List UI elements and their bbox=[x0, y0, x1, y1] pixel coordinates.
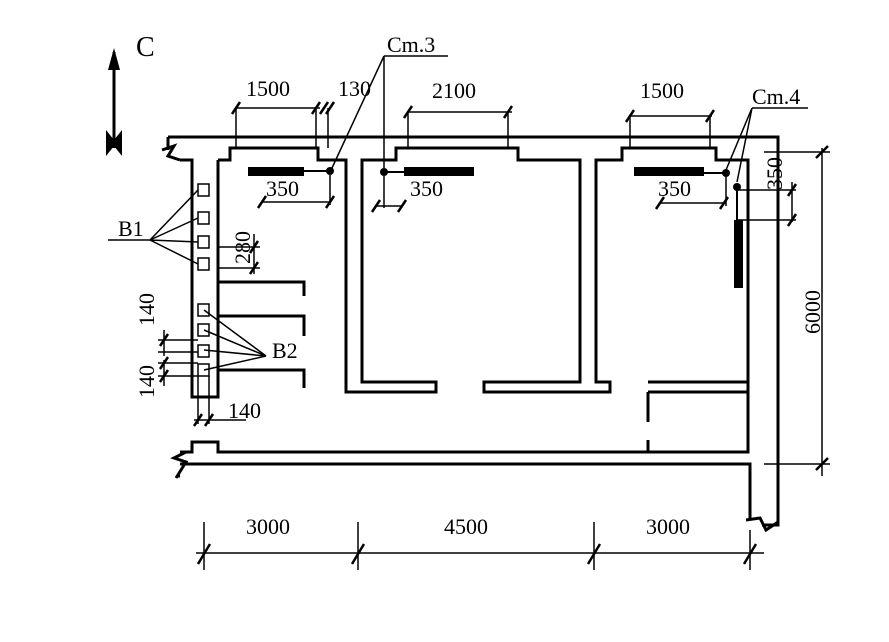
pipe-node-left bbox=[326, 167, 334, 175]
break-mark-bottom-left bbox=[170, 450, 189, 479]
dim-line-top-left bbox=[235, 107, 329, 148]
vent-b1-4 bbox=[197, 257, 210, 271]
outer-wall-top bbox=[168, 135, 780, 527]
dim-6000: 6000 bbox=[800, 290, 825, 334]
dim-350-vertical: 350 bbox=[762, 157, 787, 190]
pipe-node-vertical bbox=[733, 183, 741, 191]
dim-3000-left: 3000 bbox=[246, 514, 290, 539]
vent-b1-3 bbox=[197, 235, 210, 249]
bottom-wall bbox=[178, 462, 752, 520]
leader-sm4 bbox=[725, 107, 808, 183]
dim-line-bottom bbox=[196, 522, 764, 570]
vent-b1-1 bbox=[197, 183, 210, 197]
dim-350-right: 350 bbox=[658, 176, 691, 201]
dim-130: 130 bbox=[338, 76, 371, 101]
dim-140-upper: 140 bbox=[134, 293, 159, 326]
dim-280: 280 bbox=[230, 231, 255, 264]
dim-line-left-140 bbox=[158, 330, 198, 386]
vent-b2-4 bbox=[197, 363, 210, 377]
heater-vertical bbox=[734, 220, 743, 288]
left-room-partitions bbox=[218, 280, 306, 388]
dim-line-top-mid bbox=[407, 111, 512, 148]
heater-left bbox=[248, 167, 304, 176]
pipe-node-middle bbox=[380, 168, 388, 176]
section-mark-3: Сm.3 bbox=[387, 32, 435, 57]
heater-middle bbox=[404, 167, 474, 176]
tick-marks bbox=[158, 101, 829, 565]
pipe-node-right bbox=[722, 169, 730, 177]
dim-350-left: 350 bbox=[266, 176, 299, 201]
vent-b2-2 bbox=[197, 323, 210, 337]
dim-line-bottom-140 bbox=[194, 376, 246, 424]
dim-140-bottom: 140 bbox=[228, 398, 261, 423]
dim-4500: 4500 bbox=[444, 514, 488, 539]
leader-b1 bbox=[108, 189, 199, 265]
vent-b2-1 bbox=[197, 303, 210, 317]
north-label: С bbox=[136, 32, 155, 63]
dim-1500-left: 1500 bbox=[246, 76, 290, 101]
dim-140-lower: 140 bbox=[134, 365, 159, 398]
break-mark-bottom-right bbox=[745, 516, 779, 533]
dim-1500-right: 1500 bbox=[640, 78, 684, 103]
leader-b2 bbox=[203, 309, 267, 371]
dim-2100: 2100 bbox=[432, 78, 476, 103]
vent-group-b2: В2 bbox=[272, 338, 298, 363]
heater-right bbox=[634, 167, 704, 176]
dim-3000-right: 3000 bbox=[646, 514, 690, 539]
break-mark-top-left bbox=[161, 143, 181, 162]
room-right-lower bbox=[646, 380, 748, 452]
dim-line-350b bbox=[376, 176, 402, 208]
leader-sm3 bbox=[331, 55, 448, 169]
section-mark-4: Сm.4 bbox=[752, 84, 800, 109]
north-arrow bbox=[106, 48, 122, 156]
room-left-walls bbox=[180, 146, 750, 454]
vent-b1-2 bbox=[197, 211, 210, 225]
dim-350-middle: 350 bbox=[410, 176, 443, 201]
vent-group-b1: В1 bbox=[118, 216, 144, 241]
dim-line-top-right bbox=[629, 115, 712, 148]
dim-line-6000 bbox=[764, 148, 830, 476]
outer-wall-left bbox=[166, 137, 220, 399]
